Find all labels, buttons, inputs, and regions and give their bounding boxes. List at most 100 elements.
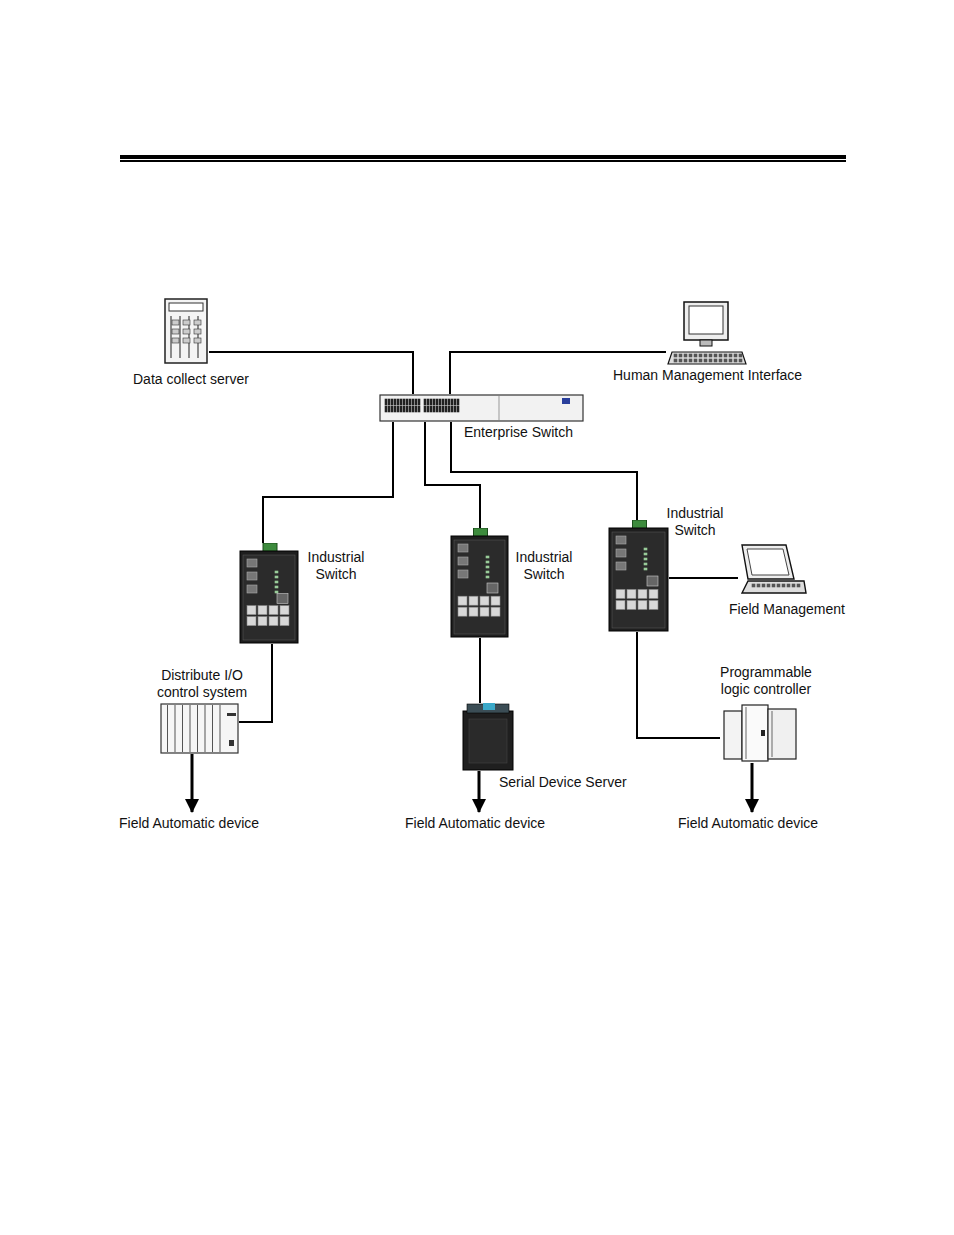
port	[782, 584, 785, 587]
port	[767, 584, 770, 587]
laptop-display	[747, 549, 789, 575]
field-device-node: Field Automatic device	[405, 812, 545, 832]
port	[458, 607, 467, 616]
device-node: Enterprise Switch	[379, 394, 584, 422]
plc-edge	[746, 707, 747, 759]
port	[275, 576, 278, 578]
port	[183, 329, 190, 334]
console-port	[487, 583, 498, 593]
port	[616, 549, 626, 557]
plc-led	[761, 730, 765, 736]
io-module-edge	[167, 705, 168, 752]
port	[792, 584, 795, 587]
laptop-base	[742, 581, 806, 593]
port	[451, 406, 453, 412]
port	[275, 571, 278, 573]
port	[457, 406, 459, 412]
device-label: Field Automatic device	[119, 812, 259, 832]
serial-top	[467, 704, 509, 713]
port	[247, 606, 256, 615]
port	[385, 406, 387, 412]
network-link	[669, 577, 738, 579]
port	[403, 406, 405, 412]
iswitch-icon	[450, 528, 509, 638]
field-device-node: Field Automatic device	[678, 812, 818, 832]
port	[627, 589, 636, 598]
io-icon	[160, 703, 239, 754]
device-node: Human Management Interface	[666, 300, 748, 367]
device-label: Enterprise Switch	[464, 424, 573, 441]
serial-connector	[483, 703, 495, 710]
port	[269, 606, 278, 615]
port	[258, 606, 267, 615]
device-node: Programmable logic controller	[720, 703, 800, 763]
port	[491, 607, 500, 616]
device-node: Distribute I/O control system	[160, 703, 239, 754]
port	[409, 406, 411, 412]
port	[644, 563, 647, 565]
field-device-node: Field Automatic device	[119, 812, 259, 832]
port	[269, 617, 278, 626]
screen	[689, 306, 723, 334]
monitor	[684, 302, 728, 340]
port	[787, 584, 790, 587]
serial-body	[463, 711, 513, 770]
port	[394, 399, 396, 405]
keyboard	[668, 352, 746, 364]
io-module-edge	[197, 705, 198, 752]
port	[684, 359, 687, 362]
port	[247, 559, 257, 567]
port	[391, 406, 393, 412]
port	[689, 354, 692, 357]
port	[469, 607, 478, 616]
port	[719, 354, 722, 357]
rule-thick	[120, 155, 846, 159]
console-port	[277, 594, 288, 604]
eswitch-icon	[379, 394, 584, 422]
port	[486, 561, 489, 563]
port	[194, 329, 201, 334]
port	[752, 584, 755, 587]
port	[679, 354, 682, 357]
port	[275, 581, 278, 583]
port	[385, 399, 387, 405]
port	[394, 406, 396, 412]
port	[797, 584, 800, 587]
plc-module	[742, 705, 768, 761]
port	[172, 329, 179, 334]
io-module-edge	[205, 705, 206, 752]
port	[430, 399, 432, 405]
port	[194, 320, 201, 325]
port	[694, 359, 697, 362]
port	[644, 548, 647, 550]
port	[486, 566, 489, 568]
port	[427, 399, 429, 405]
port	[454, 399, 456, 405]
device-label: Field Automatic device	[678, 812, 818, 832]
port	[172, 338, 179, 343]
port	[486, 571, 489, 573]
port	[699, 354, 702, 357]
port	[412, 406, 414, 412]
port	[439, 399, 441, 405]
port	[616, 536, 626, 544]
network-link	[637, 632, 720, 738]
port	[679, 359, 682, 362]
port	[388, 406, 390, 412]
logo	[562, 398, 570, 404]
device-label: Industrial Switch	[506, 549, 582, 583]
port	[684, 354, 687, 357]
console-port	[647, 576, 658, 586]
port	[406, 406, 408, 412]
port	[644, 553, 647, 555]
port	[247, 585, 257, 593]
device-label: Serial Device Server	[499, 774, 627, 791]
port	[275, 591, 278, 593]
port	[757, 584, 760, 587]
io-module-edge	[182, 705, 183, 752]
device-label: Industrial Switch	[298, 549, 374, 583]
flow-arrow	[191, 754, 194, 812]
header-rule	[0, 0, 954, 200]
server-icon	[163, 298, 209, 364]
switch-case	[380, 395, 583, 421]
